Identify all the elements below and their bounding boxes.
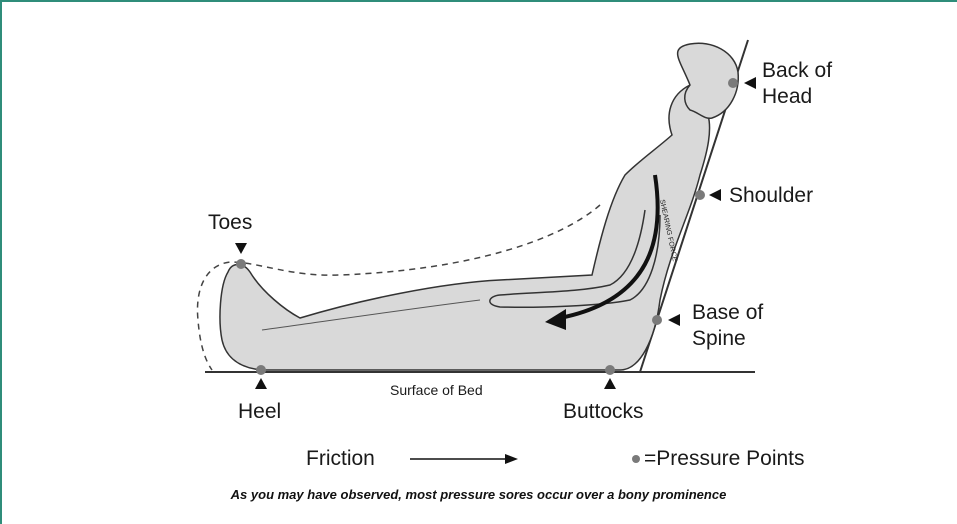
label-buttocks: Buttocks [563, 399, 644, 425]
pressure-point-back-of-head [728, 78, 738, 88]
label-friction: Friction [306, 446, 375, 472]
label-back-of-head: Back of Head [762, 58, 832, 110]
pressure-point-toes [236, 259, 246, 269]
label-heel: Heel [238, 399, 281, 425]
pressure-point-shoulder [695, 190, 705, 200]
label-shoulder: Shoulder [729, 183, 813, 209]
legend-pressure-point-icon [632, 455, 640, 463]
body-silhouette [220, 85, 710, 370]
label-base-of-spine: Base of Spine [692, 300, 763, 352]
friction-arrowhead [505, 454, 518, 464]
diagram-caption: As you may have observed, most pressure … [0, 487, 957, 502]
label-surface-of-bed: Surface of Bed [390, 382, 483, 398]
pressure-point-heel [256, 365, 266, 375]
legend-pressure-points-label: =Pressure Points [644, 446, 805, 472]
pointer-base-of-spine [668, 314, 680, 326]
pointer-back-of-head [744, 77, 756, 89]
pointer-heel [255, 378, 267, 389]
pointer-shoulder [709, 189, 721, 201]
pressure-point-base-of-spine [652, 315, 662, 325]
pointer-toes [235, 243, 247, 254]
pressure-point-buttocks [605, 365, 615, 375]
pointer-buttocks [604, 378, 616, 389]
label-toes: Toes [208, 210, 252, 236]
